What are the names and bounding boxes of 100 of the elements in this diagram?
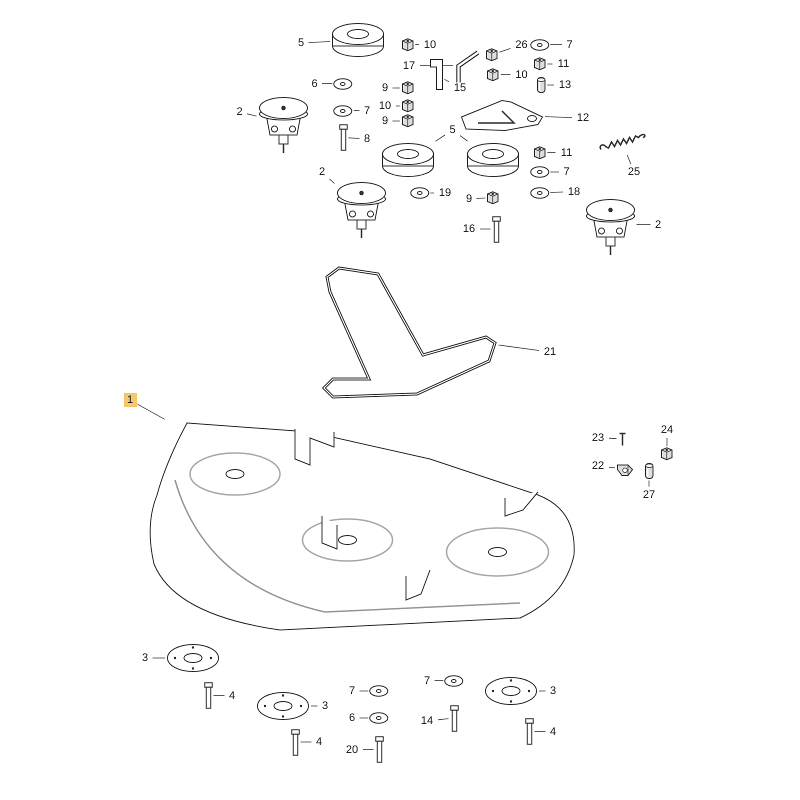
bracket-drawing <box>428 58 444 91</box>
callout-number: 2 <box>233 105 246 119</box>
callout-number: 3 <box>138 651 152 665</box>
bolt-drawing <box>492 216 500 242</box>
leader-line <box>480 228 491 230</box>
nut-drawing <box>400 81 414 95</box>
callout-number: 23 <box>588 430 608 444</box>
leader-line <box>353 110 360 111</box>
callout-number: 7 <box>346 684 358 698</box>
callout-number: 27 <box>639 488 659 502</box>
callout-number: 15 <box>450 81 470 95</box>
nut-drawing <box>532 146 546 160</box>
washer-drawing <box>369 712 389 724</box>
leader-line <box>546 152 556 153</box>
callout-number: 10 <box>420 38 440 52</box>
screw-drawing <box>618 432 626 446</box>
leader-line <box>550 192 564 193</box>
washer-drawing <box>333 78 353 90</box>
washer-drawing <box>530 166 550 178</box>
leader-line <box>308 41 330 43</box>
pulley-drawing <box>380 142 434 178</box>
bolt-drawing <box>338 124 348 151</box>
callout-number: 3 <box>318 699 332 713</box>
washer-drawing <box>530 38 550 50</box>
idler-arm-drawing <box>460 98 544 132</box>
leader-line <box>460 135 468 142</box>
leader-line <box>636 224 651 225</box>
callout-number: 14 <box>417 714 437 728</box>
nut-drawing <box>400 99 414 113</box>
callout-number: 19 <box>435 186 455 200</box>
callout-number: 7 <box>360 104 374 118</box>
callout-number: 11 <box>556 146 576 160</box>
washer-drawing <box>410 187 430 199</box>
adapter-plate-drawing <box>256 691 310 721</box>
nut-drawing <box>486 68 500 82</box>
nut-drawing <box>400 38 414 52</box>
nut-drawing <box>532 57 546 71</box>
leader-line <box>414 44 420 45</box>
nut-drawing <box>660 447 674 461</box>
pin-drawing <box>644 462 654 480</box>
callout-number: 6 <box>308 76 321 90</box>
callout-number: 7 <box>563 38 576 52</box>
leader-line <box>648 480 650 487</box>
leader-line <box>362 749 374 750</box>
washer-drawing <box>333 104 353 116</box>
nut-drawing <box>486 190 500 204</box>
adapter-plate-drawing <box>484 676 538 706</box>
callout-number: 22 <box>588 459 608 473</box>
leader-line <box>534 731 546 732</box>
pin-drawing <box>536 76 546 94</box>
callout-number: 17 <box>399 58 419 72</box>
leader-line <box>544 116 572 118</box>
callout-number: 25 <box>624 165 644 179</box>
washer-drawing <box>369 685 389 697</box>
leader-line <box>392 120 400 122</box>
bolt-drawing <box>290 728 300 756</box>
leader-line <box>322 83 333 84</box>
callout-number: 21 <box>540 345 560 359</box>
leader-line <box>608 438 617 440</box>
leader-line <box>550 44 562 45</box>
callout-number: 6 <box>346 711 358 725</box>
callout-number: 2 <box>652 218 664 232</box>
clip-drawing <box>616 462 634 476</box>
callout-number: 8 <box>360 132 374 146</box>
leader-line <box>608 466 616 468</box>
callout-number: 10 <box>375 99 395 113</box>
callout-number: 5 <box>294 36 308 50</box>
callout-number: 12 <box>573 111 593 125</box>
callout-number: 26 <box>512 38 532 52</box>
leader-line <box>444 78 450 82</box>
leader-line <box>498 48 511 53</box>
callout-number: 20 <box>342 742 362 756</box>
callout-number: 3 <box>546 684 560 698</box>
callout-number: 24 <box>657 423 677 437</box>
leader-line <box>329 178 335 184</box>
pulley-drawing <box>331 22 385 58</box>
bolt-drawing <box>204 682 212 709</box>
callout-number: 2 <box>316 165 328 179</box>
leader-line <box>438 718 449 720</box>
callout-number: 1 <box>124 393 136 407</box>
callout-number: 7 <box>560 165 573 179</box>
callout-number: 7 <box>420 674 434 688</box>
leader-line <box>498 344 540 351</box>
nut-drawing <box>484 48 498 62</box>
bolt-drawing <box>524 718 534 745</box>
leader-line <box>430 192 434 194</box>
callout-number: 11 <box>554 57 574 71</box>
callout-number: 9 <box>462 192 476 206</box>
leader-line <box>137 404 166 420</box>
callout-number: 4 <box>226 688 238 702</box>
callout-number: 10 <box>512 68 532 82</box>
callout-number: 4 <box>546 724 560 738</box>
leader-line <box>476 198 486 199</box>
bolt-drawing <box>450 704 458 732</box>
leader-line <box>666 438 668 447</box>
leader-line <box>626 154 632 164</box>
leader-line <box>546 84 554 86</box>
callout-number: 18 <box>564 184 584 198</box>
callout-number: 9 <box>378 114 392 128</box>
leader-line <box>435 134 446 142</box>
